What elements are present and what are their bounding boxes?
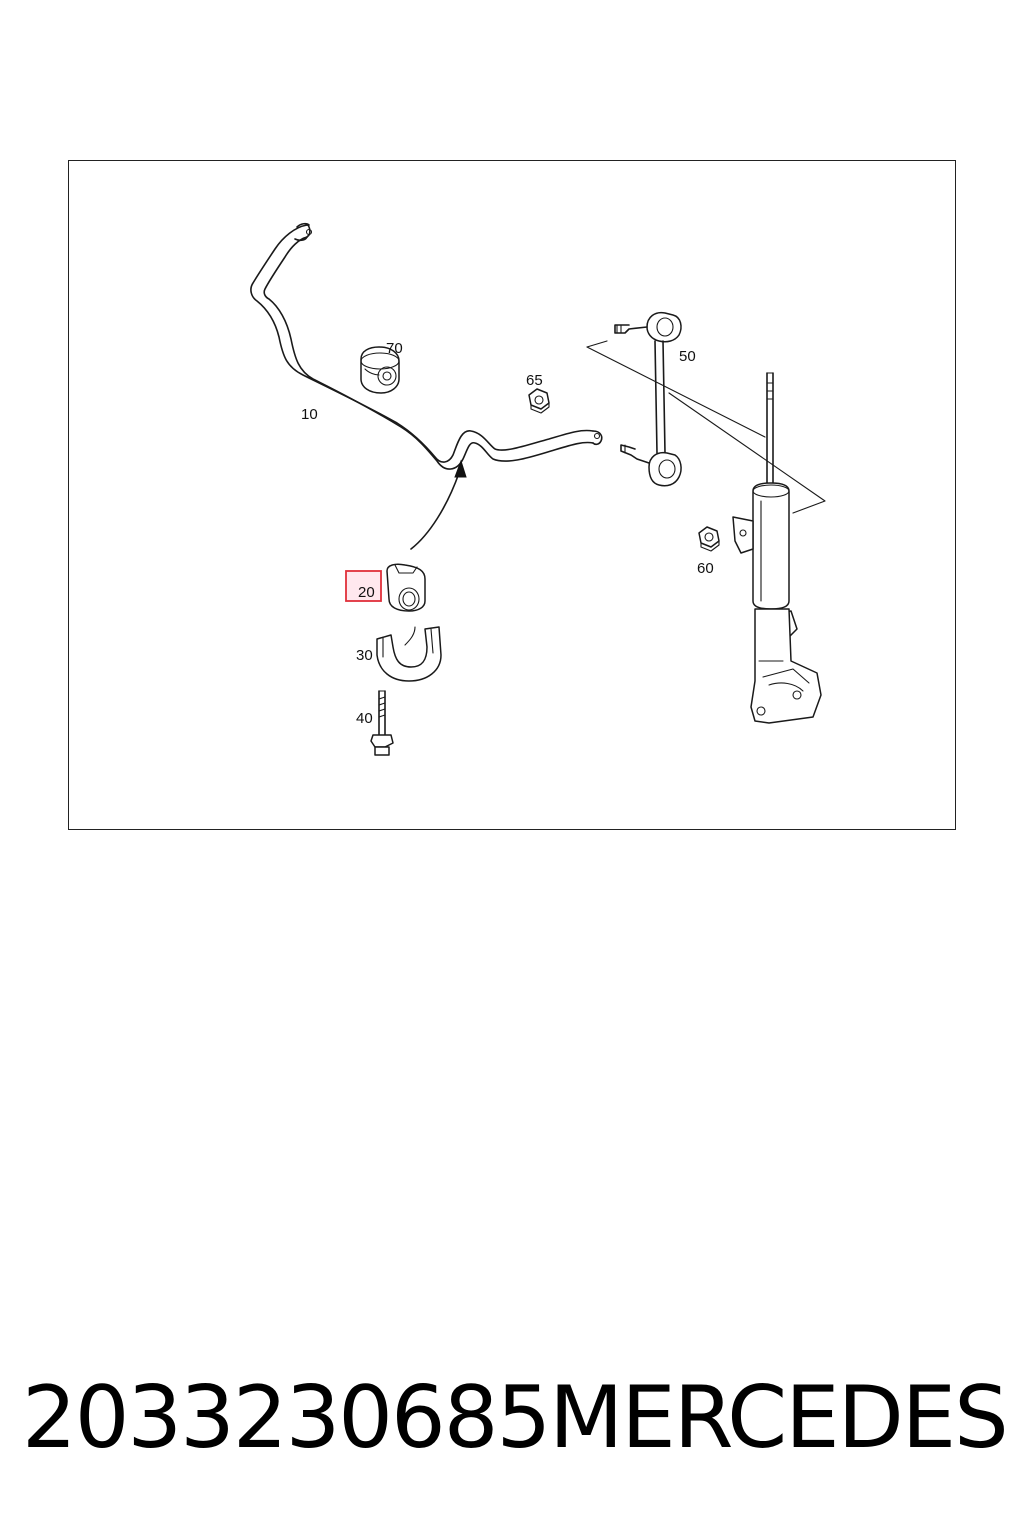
label-70: 70 xyxy=(386,340,403,357)
assembly-arrow xyxy=(410,459,467,550)
label-10: 10 xyxy=(301,406,318,423)
label-30: 30 xyxy=(356,647,373,664)
label-50: 50 xyxy=(679,348,696,365)
bolt-40[interactable]: 40 xyxy=(356,690,394,756)
parts-diagram: 10 70 65 xyxy=(250,222,826,756)
diagram-frame: 10 70 65 xyxy=(68,160,956,830)
shock-absorber-strut[interactable] xyxy=(732,372,822,724)
bottom-caption: 2033230685 MERCEDES xyxy=(0,1368,1024,1468)
bracket-30[interactable]: 30 xyxy=(356,626,442,682)
highlight-box-20 xyxy=(345,570,382,602)
label-60: 60 xyxy=(697,560,714,577)
label-20: 20 xyxy=(358,584,375,601)
label-40: 40 xyxy=(356,710,373,727)
link-rod-50[interactable]: 50 xyxy=(614,311,696,487)
brand-name: MERCEDES xyxy=(549,1368,1009,1468)
label-65: 65 xyxy=(526,372,543,389)
part-number: 2033230685 xyxy=(22,1368,551,1468)
bushing-70[interactable]: 70 xyxy=(360,340,403,394)
bushing-20[interactable]: 20 xyxy=(345,563,426,612)
perspective-lines xyxy=(586,340,826,514)
stabilizer-bar[interactable]: 10 xyxy=(250,222,603,470)
nut-60[interactable]: 60 xyxy=(697,526,720,577)
nut-65[interactable]: 65 xyxy=(526,372,550,414)
